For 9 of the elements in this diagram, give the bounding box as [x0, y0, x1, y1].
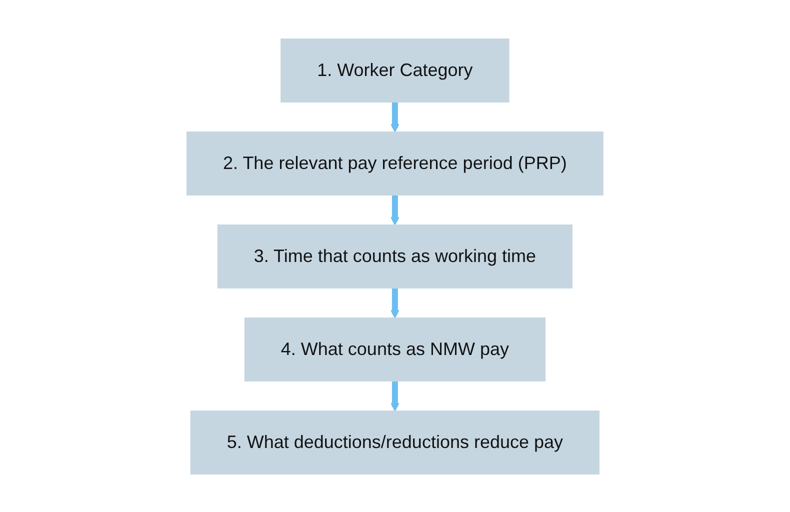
node-box: 2. The relevant pay reference period (PRP) [186, 131, 604, 195]
arrow [390, 287, 400, 318]
arrow [390, 194, 400, 225]
node-box: 4. What counts as NMW pay [244, 317, 546, 381]
node-box: 1. Worker Category [280, 38, 510, 102]
arrow [390, 101, 400, 132]
node-box: 3. Time that counts as working time [217, 224, 573, 288]
arrow [390, 380, 400, 411]
node-box: 5. What deductions/reductions reduce pay [190, 410, 600, 474]
